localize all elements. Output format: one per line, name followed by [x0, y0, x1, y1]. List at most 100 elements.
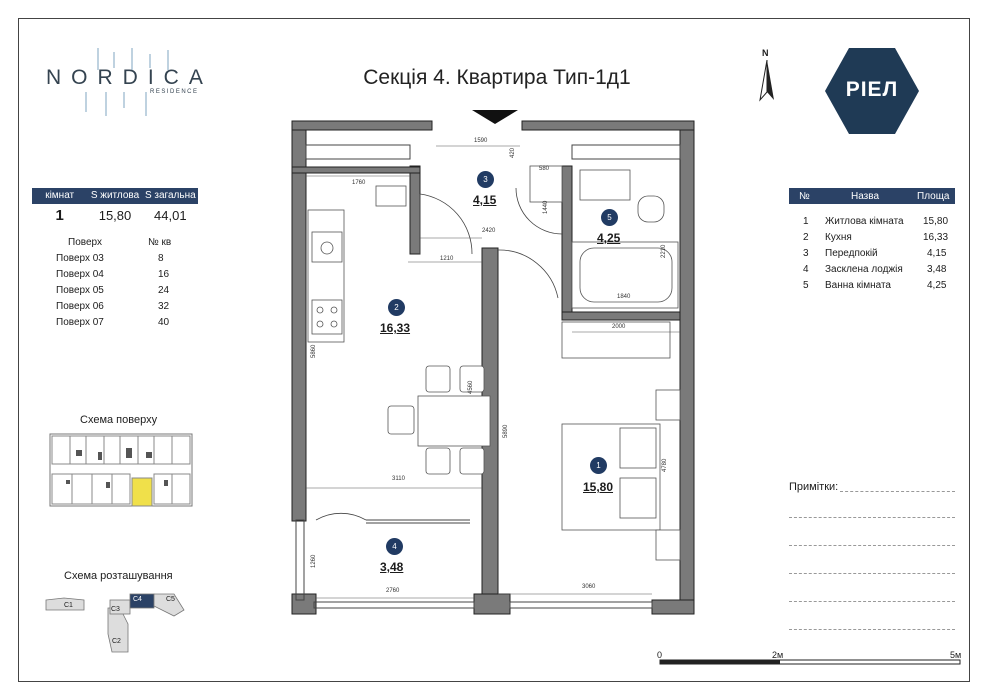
- scale-label-5m: 5м: [950, 650, 962, 660]
- room-area: 4,25: [927, 280, 947, 291]
- room-marker-1: 1: [590, 457, 607, 474]
- room-num: 5: [803, 280, 809, 291]
- dimension-label: 1440: [543, 200, 549, 214]
- room-num: 2: [803, 232, 809, 243]
- brand-subtitle: RESIDENCE: [150, 89, 199, 95]
- room-marker-3: 3: [477, 171, 494, 188]
- table-row: Поверх 03 8: [56, 252, 198, 268]
- room-area: 15,80: [923, 216, 949, 227]
- compass-label: N: [762, 48, 769, 58]
- room-area: 3,48: [927, 264, 947, 275]
- note-line: [789, 629, 955, 630]
- dimension-label: 1210: [440, 256, 454, 262]
- summary-row: 1 15,80 44,01: [32, 206, 198, 226]
- table-row: Поверх 06 32: [56, 300, 198, 316]
- dimension-label: 1590: [474, 138, 488, 144]
- summary-header-rooms: кімнат: [45, 190, 75, 201]
- scale-bar: [659, 659, 961, 665]
- room-area-1: 15,80: [583, 480, 614, 494]
- summary-header: кімнат S житлова S загальна: [32, 188, 198, 204]
- note-line: [789, 573, 955, 574]
- summary-header-living: S житлова: [90, 190, 140, 201]
- floors-header-floor: Поверх: [68, 237, 102, 248]
- dimension-label: 1840: [617, 294, 631, 300]
- location-scheme-diagram: [45, 593, 185, 653]
- section-label-c5: С5: [166, 596, 175, 603]
- rooms-header-name: Назва: [851, 191, 880, 202]
- scale-label-0: 0: [657, 650, 663, 660]
- floors-header-apt: № кв: [148, 237, 172, 248]
- rooms-header-num: №: [799, 191, 810, 202]
- developer-logo-text: РІЕЛ: [845, 78, 899, 101]
- room-marker-5: 5: [601, 209, 618, 226]
- room-area-4: 3,48: [380, 560, 404, 574]
- summary-header-total: S загальна: [144, 190, 196, 201]
- room-marker-2: 2: [388, 299, 405, 316]
- brand-name: NORDICA: [46, 66, 213, 89]
- room-marker-4: 4: [386, 538, 403, 555]
- floor-cell: Поверх 03: [56, 253, 104, 264]
- dimension-label: 3060: [582, 584, 596, 590]
- room-name: Передпокій: [825, 248, 878, 259]
- dimension-label: 2210: [661, 244, 667, 258]
- room-name: Кухня: [825, 232, 852, 243]
- section-label-c4: С4: [133, 596, 142, 603]
- notes-label: Примітки:: [789, 481, 839, 493]
- apt-cell: 24: [158, 285, 170, 296]
- page-title: Секція 4. Квартира Тип-1д1: [363, 66, 631, 89]
- table-row: Поверх 07 40: [56, 316, 198, 332]
- apt-cell: 40: [158, 317, 170, 328]
- brand-logo-bars: [85, 48, 169, 116]
- dimension-label: 580: [539, 166, 550, 172]
- location-scheme-title: Схема розташування: [64, 570, 173, 582]
- dimension-label: 2420: [482, 228, 496, 234]
- section-label-c2: С2: [112, 638, 121, 645]
- dimension-label: 5890: [503, 424, 509, 438]
- note-line: [789, 601, 955, 602]
- apt-cell: 16: [158, 269, 170, 280]
- rooms-header-area: Площа: [917, 191, 950, 202]
- entrance-arrow-icon: [472, 110, 518, 124]
- floor-cell: Поверх 04: [56, 269, 104, 280]
- room-name: Засклена лоджія: [825, 264, 903, 275]
- section-label-c3: С3: [111, 606, 120, 613]
- floor-cell: Поверх 06: [56, 301, 104, 312]
- room-num: 3: [803, 248, 809, 259]
- rooms-table-header: № Назва Площа: [789, 188, 955, 204]
- table-row: 5 Ванна кімната 4,25: [789, 280, 955, 296]
- apt-cell: 32: [158, 301, 170, 312]
- summary-living-area: 15,80: [98, 208, 132, 223]
- dimension-label: 4560: [468, 380, 474, 394]
- scale-label-2m: 2м: [772, 650, 784, 660]
- summary-total-area: 44,01: [154, 208, 187, 223]
- dimension-label: 3110: [392, 476, 405, 482]
- floor-scheme-diagram: [49, 433, 193, 507]
- dimension-label: 4780: [662, 458, 668, 472]
- summary-rooms: 1: [55, 207, 64, 224]
- apt-cell: 8: [158, 253, 164, 264]
- table-row: 2 Кухня 16,33: [789, 232, 955, 248]
- section-label-c1: С1: [64, 602, 73, 609]
- room-area-2: 16,33: [380, 321, 411, 335]
- dimension-label: 5860: [311, 344, 317, 358]
- room-area: 16,33: [923, 232, 949, 243]
- floor-scheme-title: Схема поверху: [80, 414, 158, 426]
- dimension-label: 2000: [612, 324, 626, 330]
- dimension-label: 1760: [352, 180, 366, 186]
- room-name: Ванна кімната: [825, 280, 891, 291]
- dimension-label: 2760: [386, 588, 400, 594]
- developer-logo: [825, 48, 919, 134]
- floors-table: Поверх № кв Поверх 03 8 Поверх 04 16 Поверх…: [56, 236, 198, 332]
- compass-arrow-icon: [759, 60, 774, 102]
- floor-cell: Поверх 07: [56, 317, 104, 328]
- room-area-3: 4,15: [473, 193, 497, 207]
- table-row: Поверх 04 16: [56, 268, 198, 284]
- note-line: [789, 545, 955, 546]
- dimension-label: 420: [510, 147, 516, 158]
- dimension-label: 1260: [311, 554, 317, 568]
